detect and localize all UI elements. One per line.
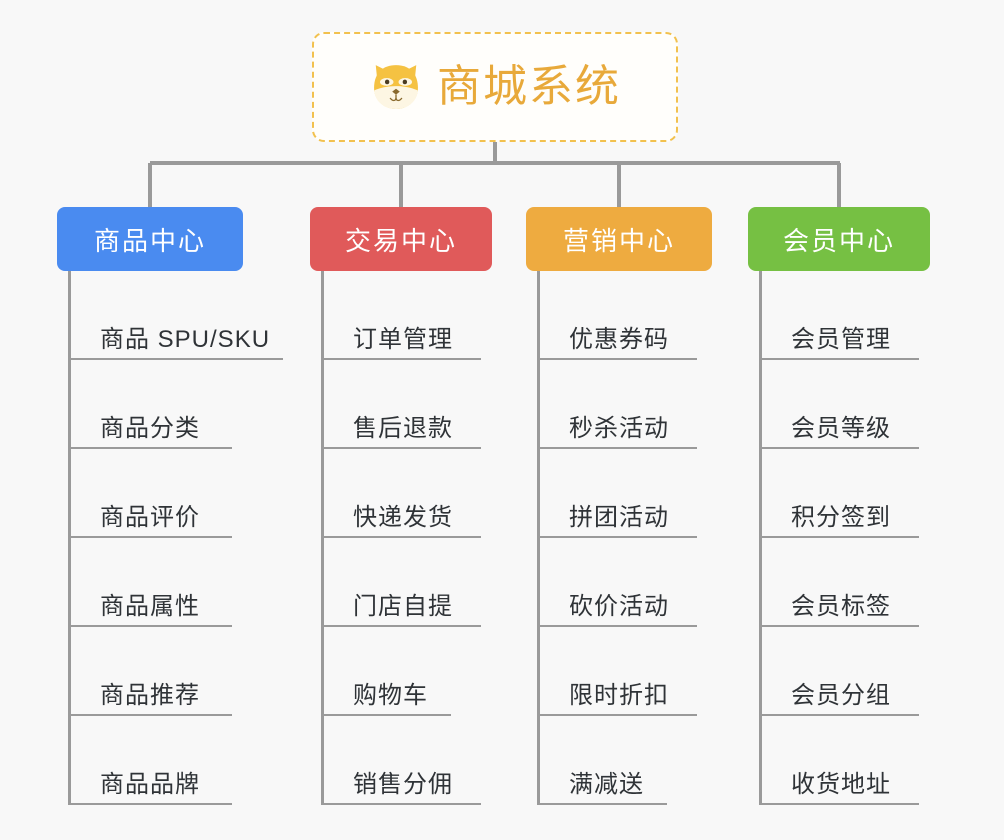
branch-items-0: 商品 SPU/SKU 商品分类 商品评价 商品属性 商品推荐 商品品牌 bbox=[57, 271, 283, 805]
branch-header-3[interactable]: 会员中心 bbox=[748, 207, 930, 271]
leaf-label: 满减送 bbox=[569, 771, 644, 799]
branch-交易中心: 交易中心 订单管理 售后退款 快递发货 门店自提 购物车 销售分佣 bbox=[310, 207, 492, 805]
leaf-label: 销售分佣 bbox=[353, 771, 453, 799]
branch-items-1: 订单管理 售后退款 快递发货 门店自提 购物车 销售分佣 bbox=[310, 271, 492, 805]
leaf-item[interactable]: 快递发货 bbox=[321, 449, 481, 538]
leaf-item[interactable]: 满减送 bbox=[537, 716, 667, 805]
leaf-item[interactable]: 砍价活动 bbox=[537, 538, 697, 627]
leaf-label: 订单管理 bbox=[353, 326, 453, 354]
leaf-item[interactable]: 会员分组 bbox=[759, 627, 919, 716]
branch-header-2[interactable]: 营销中心 bbox=[526, 207, 712, 271]
leaf-label: 秒杀活动 bbox=[569, 415, 669, 443]
branch-商品中心: 商品中心 商品 SPU/SKU 商品分类 商品评价 商品属性 商品推荐 商品品牌 bbox=[57, 207, 283, 805]
leaf-item[interactable]: 商品评价 bbox=[68, 449, 232, 538]
branch-trunk-3 bbox=[759, 271, 762, 805]
leaf-item[interactable]: 订单管理 bbox=[321, 271, 481, 360]
leaf-label: 会员标签 bbox=[791, 593, 891, 621]
branch-header-1[interactable]: 交易中心 bbox=[310, 207, 492, 271]
branch-items-3: 会员管理 会员等级 积分签到 会员标签 会员分组 收货地址 bbox=[748, 271, 930, 805]
leaf-item[interactable]: 商品属性 bbox=[68, 538, 232, 627]
leaf-item[interactable]: 门店自提 bbox=[321, 538, 481, 627]
leaf-item[interactable]: 优惠券码 bbox=[537, 271, 697, 360]
leaf-label: 售后退款 bbox=[353, 415, 453, 443]
branch-trunk-2 bbox=[537, 271, 540, 805]
leaf-label: 拼团活动 bbox=[569, 504, 669, 532]
shiba-dog-face-icon bbox=[374, 65, 418, 109]
leaf-item[interactable]: 会员标签 bbox=[759, 538, 919, 627]
root-node[interactable]: 商城系统 bbox=[312, 32, 678, 142]
leaf-label: 优惠券码 bbox=[569, 326, 669, 354]
leaf-item[interactable]: 限时折扣 bbox=[537, 627, 697, 716]
branch-header-label-2: 营销中心 bbox=[562, 225, 675, 256]
branch-会员中心: 会员中心 会员管理 会员等级 积分签到 会员标签 会员分组 收货地址 bbox=[748, 207, 930, 805]
branch-items-2: 优惠券码 秒杀活动 拼团活动 砍价活动 限时折扣 满减送 bbox=[526, 271, 712, 805]
leaf-label: 商品分类 bbox=[100, 415, 200, 443]
leaf-item[interactable]: 商品推荐 bbox=[68, 627, 232, 716]
leaf-label: 快递发货 bbox=[353, 504, 453, 532]
leaf-item[interactable]: 商品分类 bbox=[68, 360, 232, 449]
leaf-label: 砍价活动 bbox=[569, 593, 669, 621]
leaf-item[interactable]: 会员管理 bbox=[759, 271, 919, 360]
branch-header-0[interactable]: 商品中心 bbox=[57, 207, 243, 271]
leaf-label: 会员管理 bbox=[791, 326, 891, 354]
leaf-item[interactable]: 销售分佣 bbox=[321, 716, 481, 805]
leaf-label: 购物车 bbox=[353, 682, 428, 710]
leaf-label: 商品推荐 bbox=[100, 682, 200, 710]
leaf-item[interactable]: 拼团活动 bbox=[537, 449, 697, 538]
branch-营销中心: 营销中心 优惠券码 秒杀活动 拼团活动 砍价活动 限时折扣 满减送 bbox=[526, 207, 712, 805]
branch-header-label-1: 交易中心 bbox=[344, 225, 457, 256]
leaf-label: 门店自提 bbox=[353, 593, 453, 621]
leaf-item[interactable]: 商品品牌 bbox=[68, 716, 232, 805]
leaf-item[interactable]: 会员等级 bbox=[759, 360, 919, 449]
leaf-label: 积分签到 bbox=[791, 504, 891, 532]
leaf-label: 会员等级 bbox=[791, 415, 891, 443]
branch-header-label-3: 会员中心 bbox=[782, 225, 895, 256]
leaf-item[interactable]: 收货地址 bbox=[759, 716, 919, 805]
branch-trunk-1 bbox=[321, 271, 324, 805]
leaf-item[interactable]: 购物车 bbox=[321, 627, 451, 716]
leaf-label: 商品属性 bbox=[100, 593, 200, 621]
leaf-item[interactable]: 售后退款 bbox=[321, 360, 481, 449]
root-title: 商城系统 bbox=[437, 62, 621, 111]
leaf-item[interactable]: 秒杀活动 bbox=[537, 360, 697, 449]
leaf-label: 商品 SPU/SKU bbox=[100, 326, 271, 354]
leaf-label: 会员分组 bbox=[791, 682, 891, 710]
leaf-label: 收货地址 bbox=[791, 771, 891, 799]
branch-header-label-0: 商品中心 bbox=[93, 225, 206, 256]
leaf-label: 商品品牌 bbox=[100, 771, 200, 799]
leaf-label: 商品评价 bbox=[100, 504, 200, 532]
leaf-label: 限时折扣 bbox=[569, 682, 669, 710]
leaf-item[interactable]: 积分签到 bbox=[759, 449, 919, 538]
branch-trunk-0 bbox=[68, 271, 71, 805]
leaf-item[interactable]: 商品 SPU/SKU bbox=[68, 271, 283, 360]
